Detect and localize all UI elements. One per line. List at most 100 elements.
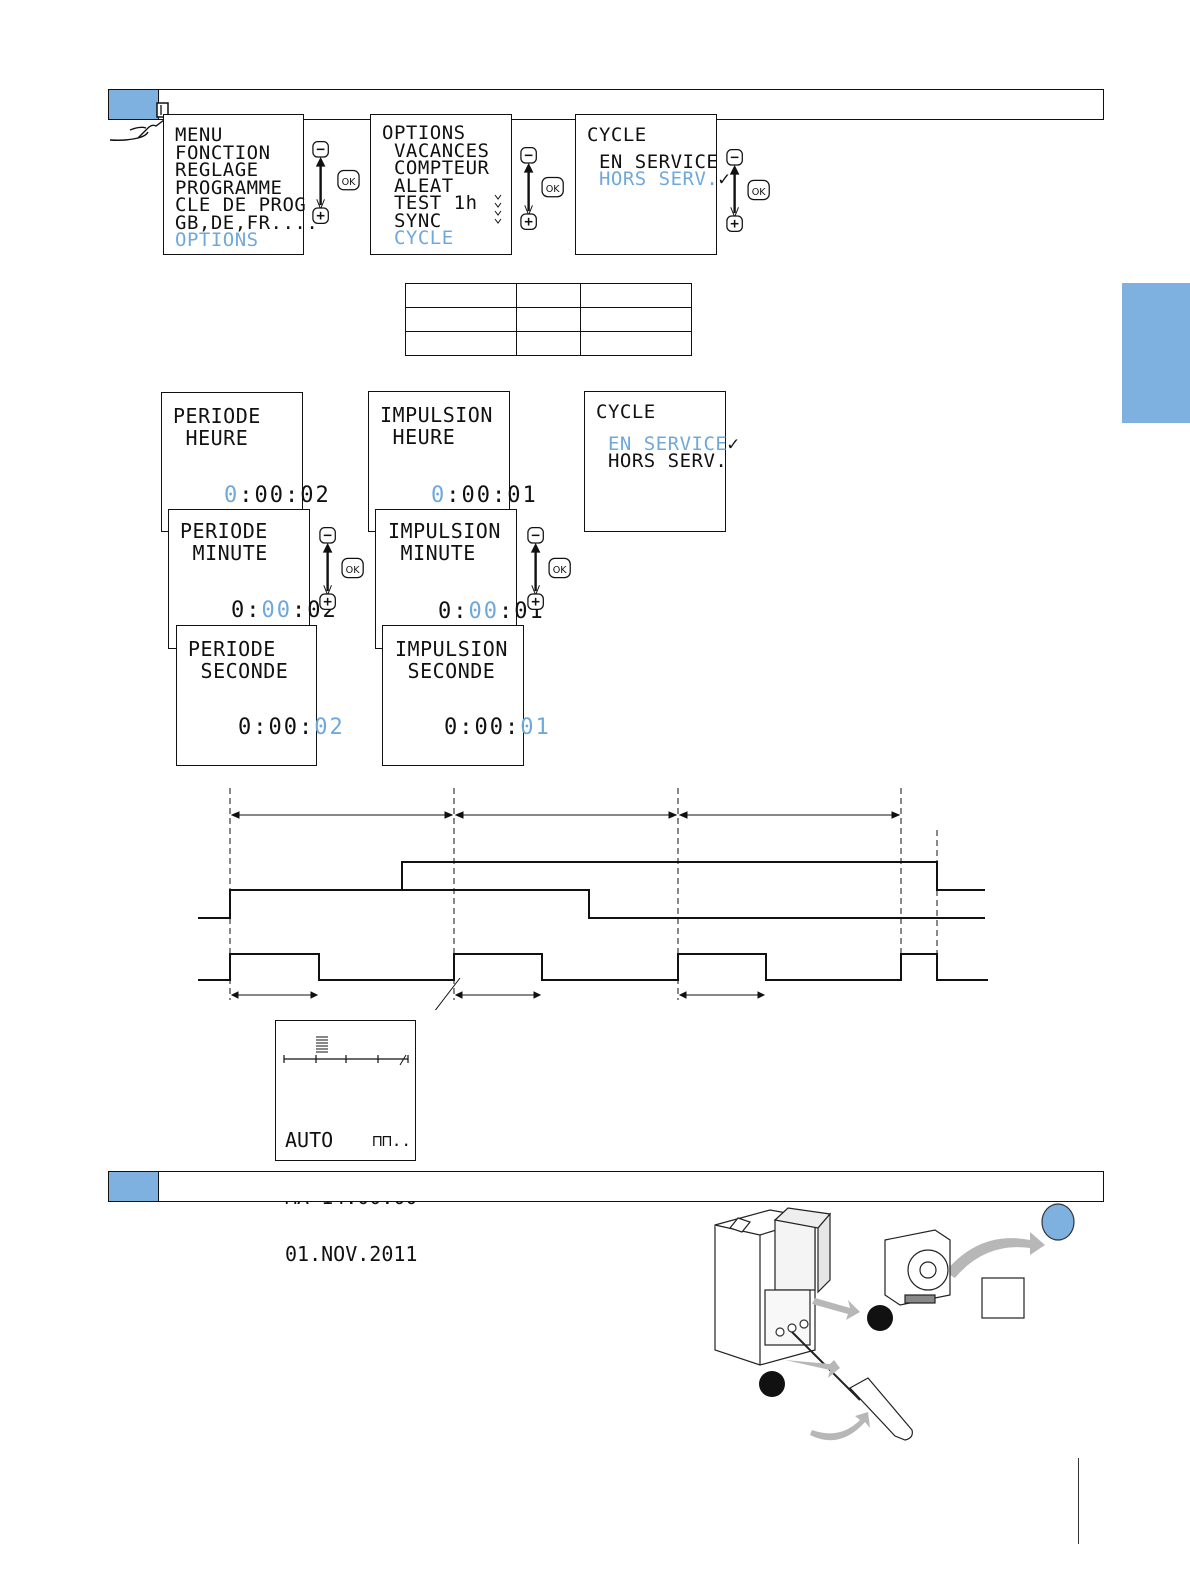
chapter-tab — [1122, 283, 1190, 423]
section-tag — [109, 90, 159, 119]
ok-button-icon: OK — [337, 169, 360, 191]
lcd-impulsion-seconde: IMPULSION SECONDE 0:00:01 — [382, 625, 549, 766]
minus-button-icon — [312, 141, 329, 158]
ok-button-icon: OK — [341, 557, 364, 579]
screen-line: HEURE — [173, 426, 249, 450]
blank-label-box — [981, 1277, 1025, 1319]
battery-cap-icon — [1041, 1203, 1075, 1241]
time-bar-icon — [283, 1036, 409, 1066]
time-readout: 0:00:02 — [238, 715, 345, 740]
cycle-option-selected: EN SERVICE — [596, 432, 728, 455]
screen-line: PERIODE — [188, 637, 276, 661]
scroll-arrow-icon — [523, 163, 534, 217]
lcd-cycle-on-screen: CYCLE EN SERVICE✓ HORS SERV. — [584, 391, 739, 532]
pulse-arrows — [230, 991, 766, 999]
blank-table — [405, 283, 692, 356]
signal-trace-upper — [198, 861, 985, 919]
lcd-periode-heure: PERIODE HEURE 0:00:02 — [161, 392, 329, 532]
ok-button-icon: OK — [747, 179, 770, 201]
scroll-arrow-icon — [729, 165, 740, 219]
screen-line: MINUTE — [180, 541, 268, 565]
status-date: 01.NOV.2011 — [285, 1242, 418, 1266]
table-row — [405, 331, 692, 356]
screen-line: PERIODE — [180, 519, 268, 543]
table-row — [405, 283, 692, 308]
menu-line: PROGRAMME — [175, 176, 283, 199]
options-line: VACANCES — [382, 139, 490, 162]
lcd-periode-seconde: PERIODE SECONDE 0:00:02 — [176, 625, 343, 766]
menu-line: CLE DE PROG — [175, 194, 307, 216]
check-icon: ✓ — [727, 432, 740, 455]
time-readout: 0:00:02 — [224, 483, 331, 508]
menu-line: FONCTION — [175, 141, 271, 164]
book-icon — [156, 102, 169, 118]
options-line-selected: CYCLE — [382, 227, 454, 249]
options-line: COMPTEUR — [382, 157, 490, 179]
callout-line — [434, 977, 461, 1010]
menu-line-selected: OPTIONS — [175, 229, 259, 251]
menu-line: MENU — [175, 124, 223, 146]
step-marker — [759, 1371, 785, 1397]
time-readout: 0:00:01 — [444, 715, 551, 740]
options-line: TEST 1h — [382, 192, 478, 214]
section-tag — [109, 1172, 159, 1201]
hand-pointer-icon — [109, 119, 165, 141]
menu-line: REGLAGE — [175, 159, 259, 181]
screen-line: IMPULSION — [380, 403, 493, 427]
scroll-arrow-icon — [315, 157, 326, 211]
scroll-arrow-icon — [530, 543, 541, 597]
plus-button-icon — [319, 593, 336, 611]
signal-trace-pulse — [198, 953, 988, 981]
options-line: SYNC — [382, 209, 442, 232]
plus-button-icon — [312, 207, 329, 225]
lcd-status-screen: AUTO⊓⊓.. MA 14:00:00 01.NOV.2011 — [275, 1020, 417, 1264]
cycle-title: CYCLE — [587, 124, 647, 146]
cycle-title: CYCLE — [596, 401, 656, 423]
section-bar-bottom — [108, 1171, 1104, 1202]
svg-text:OK: OK — [553, 565, 568, 576]
time-readout: 0:00:01 — [438, 599, 545, 624]
ok-button-icon: OK — [548, 557, 571, 579]
status-mode: AUTO — [285, 1128, 334, 1152]
screen-line: MINUTE — [388, 541, 476, 565]
scroll-arrow-icon — [322, 543, 333, 597]
control-group-2: OK — [520, 147, 564, 231]
cycle-option: HORS SERV. — [596, 450, 728, 472]
lcd-menu-screen: MENU FONCTION REGLAGE PROGRAMME CLE DE P… — [163, 114, 319, 255]
period-arrows — [230, 811, 901, 819]
ok-button-icon: OK — [541, 176, 564, 198]
minus-button-icon — [726, 149, 743, 166]
svg-text:OK: OK — [342, 177, 357, 188]
page-divider — [1078, 1458, 1079, 1544]
plus-button-icon — [527, 593, 544, 611]
cycle-option: EN SERVICE — [587, 150, 719, 173]
plus-button-icon — [726, 215, 743, 233]
control-group-5: OK — [527, 527, 571, 611]
timing-diagram — [198, 788, 988, 1010]
svg-text:OK: OK — [346, 565, 361, 576]
control-group-1: OK — [312, 141, 360, 225]
minus-button-icon — [319, 527, 336, 544]
options-line: OPTIONS — [382, 122, 466, 144]
screen-line: IMPULSION — [388, 519, 501, 543]
screen-line: PERIODE — [173, 404, 261, 428]
minus-button-icon — [527, 527, 544, 544]
device-installation-illustration — [714, 1203, 1075, 1441]
more-arrows-icon — [494, 194, 502, 224]
minus-button-icon — [520, 147, 537, 164]
plus-button-icon — [520, 213, 537, 231]
signal-trace-middle — [402, 889, 985, 919]
lcd-options-screen: OPTIONS VACANCES COMPTEUR ALEAT TEST 1h … — [370, 114, 512, 255]
screen-line: IMPULSION — [395, 637, 508, 661]
screen-line: SECONDE — [395, 659, 496, 683]
options-line: ALEAT — [382, 174, 454, 197]
lcd-cycle-screen: CYCLE EN SERVICE HORS SERV.✓ — [575, 114, 730, 255]
svg-text:OK: OK — [752, 187, 767, 198]
control-group-4: OK — [319, 527, 364, 611]
pulse-symbol: ⊓⊓.. — [372, 1131, 411, 1150]
lcd-impulsion-heure: IMPULSION HEURE 0:00:01 — [368, 391, 536, 532]
svg-text:OK: OK — [546, 184, 561, 195]
cycle-option-selected: HORS SERV. — [587, 168, 719, 190]
step-marker — [867, 1305, 893, 1331]
menu-line: GB,DE,FR.... — [175, 211, 319, 234]
